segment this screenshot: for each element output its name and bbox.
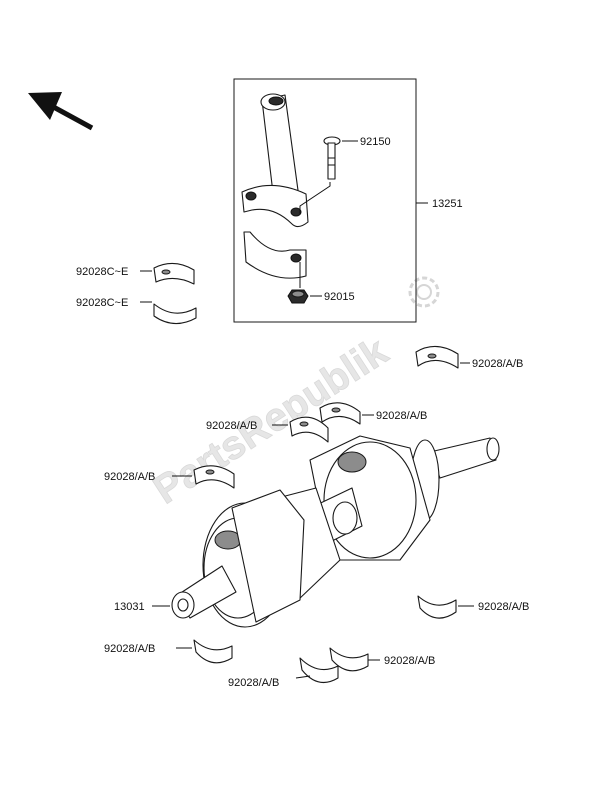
gear-icon (408, 276, 440, 308)
label-main-bearing-bottom-center: 92028/A/B (228, 677, 279, 689)
label-main-bearing-left: 92028/A/B (104, 471, 155, 483)
label-nut: 92015 (324, 291, 355, 303)
label-crankshaft: 13031 (114, 601, 145, 613)
label-bolt: 92150 (360, 136, 391, 148)
main-bearing-mid-left (289, 416, 329, 443)
main-bearing-right-top (415, 345, 459, 369)
label-main-bearing-right-bottom: 92028/A/B (478, 601, 529, 613)
label-main-bearing-right-top: 92028/A/B (472, 358, 523, 370)
conrod-cap (243, 231, 307, 279)
conrod-bearing-lower (153, 303, 197, 325)
label-main-bearing-mid-left: 92028/A/B (206, 420, 257, 432)
label-conrod-assy: 13251 (432, 198, 463, 210)
connecting-rod (241, 93, 309, 228)
label-main-bearing-bottom-left: 92028/A/B (104, 643, 155, 655)
label-conrod-bearing-upper: 92028C~E (76, 266, 128, 278)
main-bearing-bottom-right (329, 647, 369, 672)
main-bearing-left (193, 465, 235, 489)
main-bearing-bottom-center (299, 657, 339, 684)
label-conrod-bearing-lower: 92028C~E (76, 297, 128, 309)
main-bearing-right-bottom (417, 595, 457, 619)
conrod-bolt (323, 136, 341, 180)
label-main-bearing-mid-right: 92028/A/B (376, 410, 427, 422)
conrod-assembly-frame (233, 78, 417, 323)
direction-arrow-icon (28, 92, 94, 131)
label-main-bearing-bottom-right: 92028/A/B (384, 655, 435, 667)
conrod-bearing-upper (153, 262, 195, 285)
conrod-nut (287, 289, 309, 304)
main-bearing-bottom-left (193, 639, 233, 664)
main-bearing-mid-right (319, 402, 361, 425)
crankshaft (171, 435, 500, 628)
